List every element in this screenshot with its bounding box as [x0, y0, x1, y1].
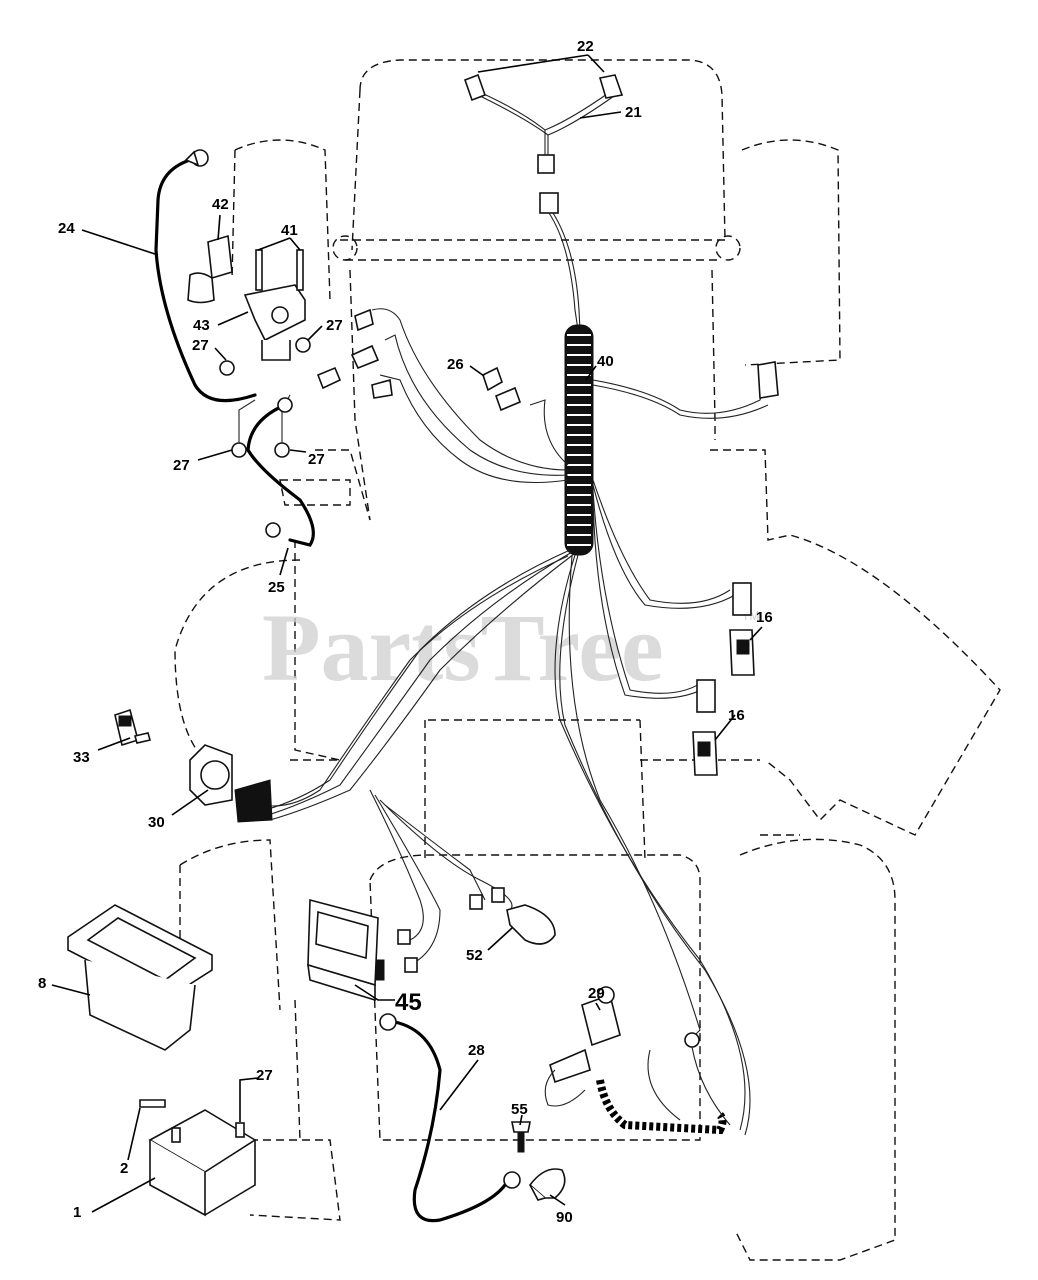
- ignition-switch-30: [189, 744, 273, 823]
- callout-42: 42: [212, 196, 229, 213]
- callout-27-a: 27: [192, 337, 209, 354]
- callouts: 22 21 24 42 41 43 27 27 27 27 26 40 25 1…: [38, 38, 773, 1226]
- callout-22: 22: [577, 38, 594, 55]
- starter-solenoid: [187, 234, 311, 458]
- wiring-harness: [261, 212, 769, 1136]
- callout-90: 90: [556, 1209, 573, 1226]
- callout-16-b: 16: [728, 707, 745, 724]
- tractor-outline: [174, 59, 1001, 1261]
- harness-sleeve: [564, 324, 594, 556]
- callout-41: 41: [281, 222, 298, 239]
- callout-1: 1: [73, 1204, 81, 1221]
- ignition-key-33: [114, 708, 152, 747]
- callout-27-b: 27: [326, 317, 343, 334]
- bolt-2: [139, 1099, 166, 1108]
- light-52: [397, 887, 556, 973]
- leader-lines: [51, 54, 763, 1213]
- callout-29: 29: [588, 985, 605, 1002]
- bolt-55: [511, 1121, 531, 1153]
- callout-28: 28: [468, 1042, 485, 1059]
- connector-16-lower: [692, 679, 718, 776]
- right-connector: [757, 361, 779, 399]
- callout-45: 45: [395, 989, 422, 1016]
- hour-meter-45: [307, 898, 385, 1002]
- seat-switch-29: [544, 986, 731, 1135]
- callout-16-a: 16: [756, 609, 773, 626]
- battery-1: [148, 1109, 257, 1217]
- callout-27-d: 27: [308, 451, 325, 468]
- callout-55: 55: [511, 1101, 528, 1118]
- connector-16-upper: [729, 582, 755, 676]
- callout-40: 40: [597, 353, 614, 370]
- callout-27-c: 27: [173, 457, 190, 474]
- battery-cable-24: [154, 149, 257, 403]
- ground-cable-28: [379, 1013, 521, 1223]
- callout-33: 33: [73, 749, 90, 766]
- terminal-boot-90: [528, 1168, 566, 1201]
- callout-43: 43: [193, 317, 210, 334]
- callout-25: 25: [268, 579, 285, 596]
- callout-2: 2: [120, 1160, 128, 1177]
- callout-26: 26: [447, 356, 464, 373]
- fuse-26: [316, 308, 522, 412]
- callout-27-e: 27: [256, 1067, 273, 1084]
- headlight-assembly: [463, 73, 624, 214]
- battery-tray-8: [67, 904, 213, 1051]
- callout-8: 8: [38, 975, 46, 992]
- callout-21: 21: [625, 104, 642, 121]
- callout-52: 52: [466, 947, 483, 964]
- callout-30: 30: [148, 814, 165, 831]
- cable-25: [246, 397, 315, 547]
- callout-24: 24: [58, 220, 75, 237]
